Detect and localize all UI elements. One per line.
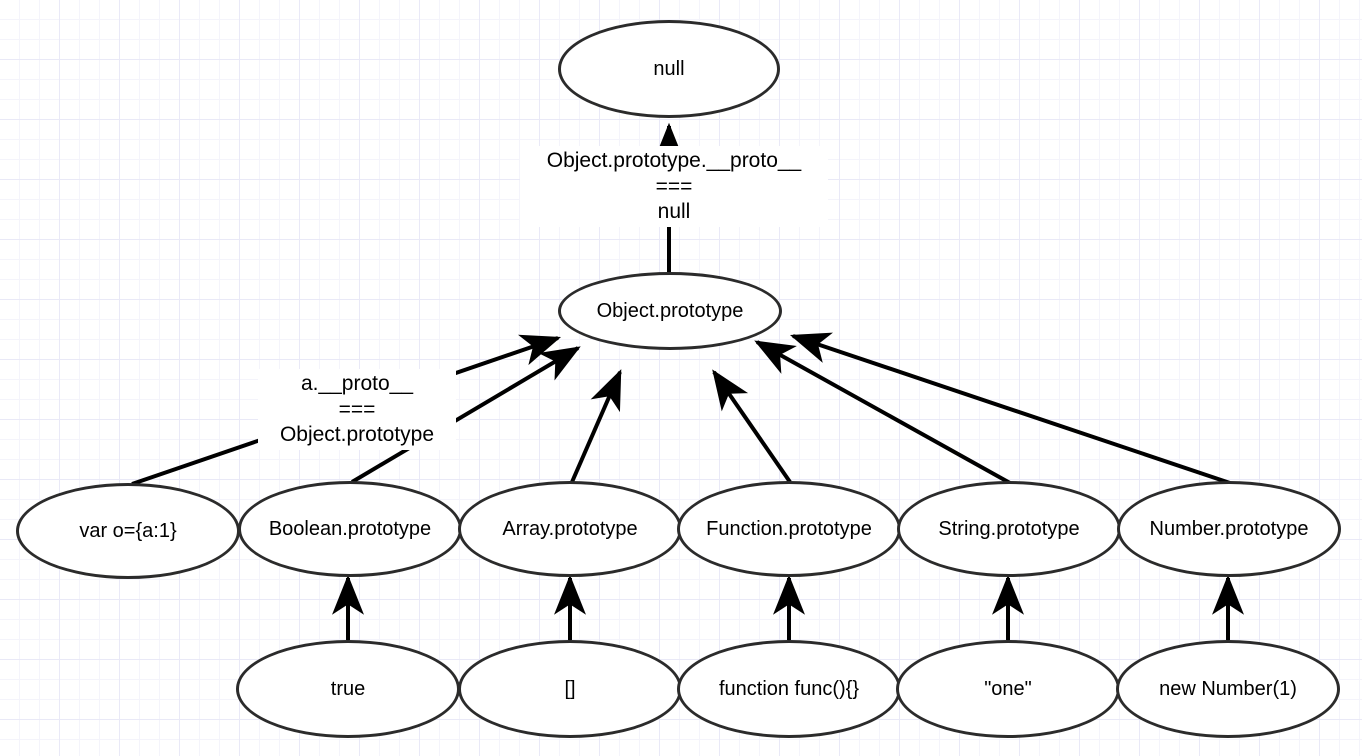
node-true-label: true xyxy=(330,678,366,700)
node-new-number[interactable]: new Number(1) xyxy=(1116,640,1340,738)
edge-label-line-2: === xyxy=(338,397,376,421)
node-function-prototype[interactable]: Function.prototype xyxy=(677,481,901,577)
node-var-o[interactable]: var o={a:1} xyxy=(16,483,240,579)
edge-label-line-1: a.__proto__ xyxy=(300,372,414,395)
node-function-func[interactable]: function func(){} xyxy=(677,640,901,738)
node-null[interactable]: null xyxy=(558,20,780,118)
node-var-o-label: var o={a:1} xyxy=(79,520,177,542)
node-array-prototype-label: Array.prototype xyxy=(502,518,638,540)
node-new-number-label: new Number(1) xyxy=(1159,678,1297,700)
edge-label-line-3: null xyxy=(657,200,691,224)
edge-numberprototype-to-objectprototype xyxy=(789,332,1231,485)
edge-label-a-proto-objectprototype: a.__proto__ === Object.prototype xyxy=(258,369,456,450)
node-null-label: null xyxy=(653,58,685,80)
node-array-literal[interactable]: [] xyxy=(458,640,682,738)
node-object-prototype[interactable]: Object.prototype xyxy=(558,272,782,350)
node-object-prototype-label: Object.prototype xyxy=(596,300,744,322)
edge-booleanprototype-to-objectprototype xyxy=(350,346,581,484)
node-number-prototype-label: Number.prototype xyxy=(1149,518,1309,540)
edge-label-line-2: === xyxy=(655,174,693,198)
edge-arrayprototype-to-objectprototype xyxy=(570,369,622,483)
node-string-prototype[interactable]: String.prototype xyxy=(897,481,1121,577)
node-boolean-prototype-label: Boolean.prototype xyxy=(268,518,432,540)
edge-label-line-3: Object.prototype xyxy=(279,423,435,447)
node-number-prototype[interactable]: Number.prototype xyxy=(1117,481,1341,577)
node-array-literal-label: [] xyxy=(564,678,576,700)
node-true[interactable]: true xyxy=(236,640,460,738)
node-string-prototype-label: String.prototype xyxy=(938,518,1080,540)
node-string-one-label: "one" xyxy=(984,678,1032,700)
edge-label-objectprototype-proto-null: Object.prototype.__proto__ === null xyxy=(520,146,828,227)
edge-stringprototype-to-objectprototype xyxy=(754,340,1011,485)
node-function-prototype-label: Function.prototype xyxy=(706,518,872,540)
node-boolean-prototype[interactable]: Boolean.prototype xyxy=(238,481,462,577)
edge-label-line-1: Object.prototype.__proto__ xyxy=(546,149,802,172)
node-function-func-label: function func(){} xyxy=(718,678,860,700)
edge-functionprototype-to-objectprototype xyxy=(712,369,792,484)
node-array-prototype[interactable]: Array.prototype xyxy=(458,481,682,577)
node-string-one[interactable]: "one" xyxy=(896,640,1120,738)
